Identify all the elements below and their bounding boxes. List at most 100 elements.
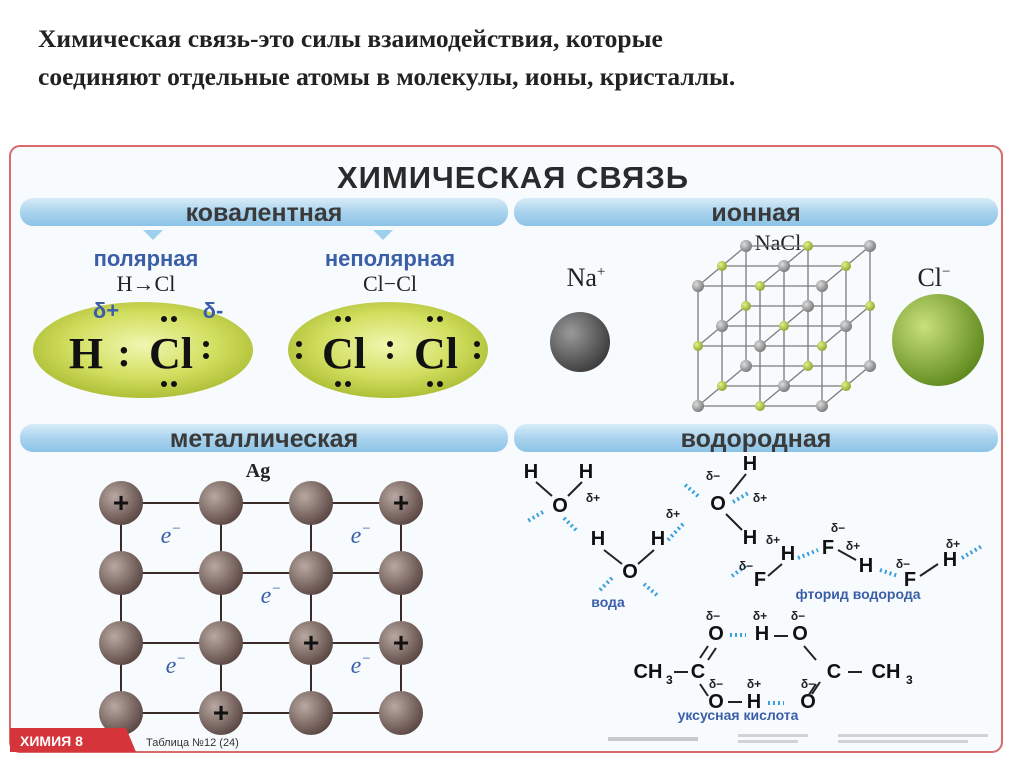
metal-atom <box>379 691 423 735</box>
polar-lone-pairs <box>161 316 209 387</box>
metal-atom <box>199 481 243 525</box>
footer-table-number: Таблица №12 (24) <box>146 737 239 749</box>
cation-plus: + <box>393 627 409 658</box>
free-electrons: e−e−e−e−e− <box>161 521 372 679</box>
subscript: 3 <box>906 673 913 687</box>
hydrogen-bond <box>797 548 819 560</box>
metallic-header: металлическая <box>170 425 358 453</box>
partial-charge: δ+ <box>586 491 600 505</box>
hydrogen-bond <box>524 510 545 524</box>
metal-atom <box>199 691 243 735</box>
hydrogen-bond <box>596 576 614 594</box>
footer-badge <box>10 728 136 752</box>
delta-minus: δ- <box>203 298 224 323</box>
atom-symbol: F <box>904 569 916 591</box>
hydrogen-bond <box>642 582 660 598</box>
covalent-bond <box>919 563 939 577</box>
na-site <box>716 320 728 332</box>
atom-symbol: F <box>754 569 766 591</box>
atom-symbol: H <box>743 453 757 475</box>
atom-symbol: H <box>859 555 873 577</box>
hydrogen-bond <box>879 568 899 578</box>
na-site <box>754 340 766 352</box>
cl-site <box>803 361 813 371</box>
metal-atom <box>99 551 143 595</box>
metallic-lattice: +++++ <box>99 481 423 735</box>
footer-badge-text: ХИМИЯ 8 <box>20 733 83 749</box>
partial-charge: δ− <box>706 609 720 623</box>
atom-symbol: O <box>708 691 724 713</box>
partial-charge: δ+ <box>946 537 960 551</box>
cl-site <box>693 341 703 351</box>
silver-label: Ag <box>246 460 270 482</box>
metal-atom <box>379 551 423 595</box>
chemical-bond-poster: ХИМИЧЕСКАЯ СВЯЗЬ ковалентная полярная H→… <box>9 145 1003 753</box>
na-site <box>692 280 704 292</box>
metal-atom <box>289 621 333 665</box>
cl-site <box>755 281 765 291</box>
cl-site <box>717 261 727 271</box>
electron: e− <box>261 581 282 609</box>
nonpolar-atom-cl-1: Cl <box>322 329 366 378</box>
polar-shared-pair: : <box>117 330 130 375</box>
atom-symbol: O <box>792 623 808 645</box>
hydrogen-header-band <box>514 424 998 452</box>
covalent-header-band <box>20 198 508 226</box>
na-site <box>840 320 852 332</box>
covalent-bond <box>725 513 743 531</box>
partial-charge: δ+ <box>846 539 860 553</box>
metal-atom <box>99 621 143 665</box>
methyl-group: CH <box>872 661 901 683</box>
methyl-group: CH <box>634 661 663 683</box>
hydrogen-bond <box>960 544 984 560</box>
atom-symbol: O <box>710 493 726 515</box>
na-ion <box>550 312 610 372</box>
na-site <box>816 400 828 412</box>
partial-charge: δ− <box>706 469 720 483</box>
cl-ion <box>892 294 984 386</box>
hydrogen-header: водородная <box>681 425 832 453</box>
covalent-bond <box>637 549 655 565</box>
atom-symbol: H <box>524 461 538 483</box>
metal-atom <box>379 481 423 525</box>
atom-symbol: C <box>691 661 705 683</box>
atom-symbol: H <box>747 691 761 713</box>
nacl-crystal-lattice <box>692 240 876 412</box>
covalent-bond <box>707 647 717 661</box>
hydrogen-bond <box>682 482 700 498</box>
covalent-bond <box>699 645 709 659</box>
na-site <box>864 360 876 372</box>
atom-symbol: H <box>651 528 665 550</box>
covalent-bond <box>729 473 747 495</box>
electron: e− <box>166 651 187 679</box>
partial-charge: δ+ <box>666 507 680 521</box>
na-site <box>778 380 790 392</box>
nonpolar-electron-dots <box>296 316 480 387</box>
nonpolar-atom-cl-2: Cl <box>414 329 458 378</box>
footer-fineprint <box>838 734 988 737</box>
atom-symbol: H <box>579 461 593 483</box>
partial-charge: δ− <box>791 609 805 623</box>
partial-charge: δ+ <box>753 491 767 505</box>
na-site <box>692 400 704 412</box>
na-site <box>740 240 752 252</box>
arrow-down-icon <box>373 230 393 240</box>
cl-site <box>803 241 813 251</box>
ionic-header-band <box>514 198 998 226</box>
poster-frame <box>9 145 1003 753</box>
na-ion-label: Na+ <box>567 263 606 292</box>
electron: e− <box>351 651 372 679</box>
metal-atom <box>289 691 333 735</box>
hf-label: фторид водорода <box>795 586 920 602</box>
nonpolar-label: неполярная <box>325 246 455 271</box>
nonpolar-formula: Cl−Cl <box>363 271 417 296</box>
footer-fineprint <box>738 740 798 743</box>
covalent-bond <box>699 683 709 697</box>
cation-plus: + <box>113 487 129 518</box>
atom-symbol: O <box>708 623 724 645</box>
metal-atom <box>379 621 423 665</box>
slide-title: Химическая связь-это силы взаимодействия… <box>38 20 998 96</box>
slide-title-line-2: соединяют отдельные атомы в молекулы, ио… <box>38 62 736 91</box>
nacl-label: NaCl <box>755 230 801 255</box>
acetic-acid-label: уксусная кислота <box>678 707 799 723</box>
